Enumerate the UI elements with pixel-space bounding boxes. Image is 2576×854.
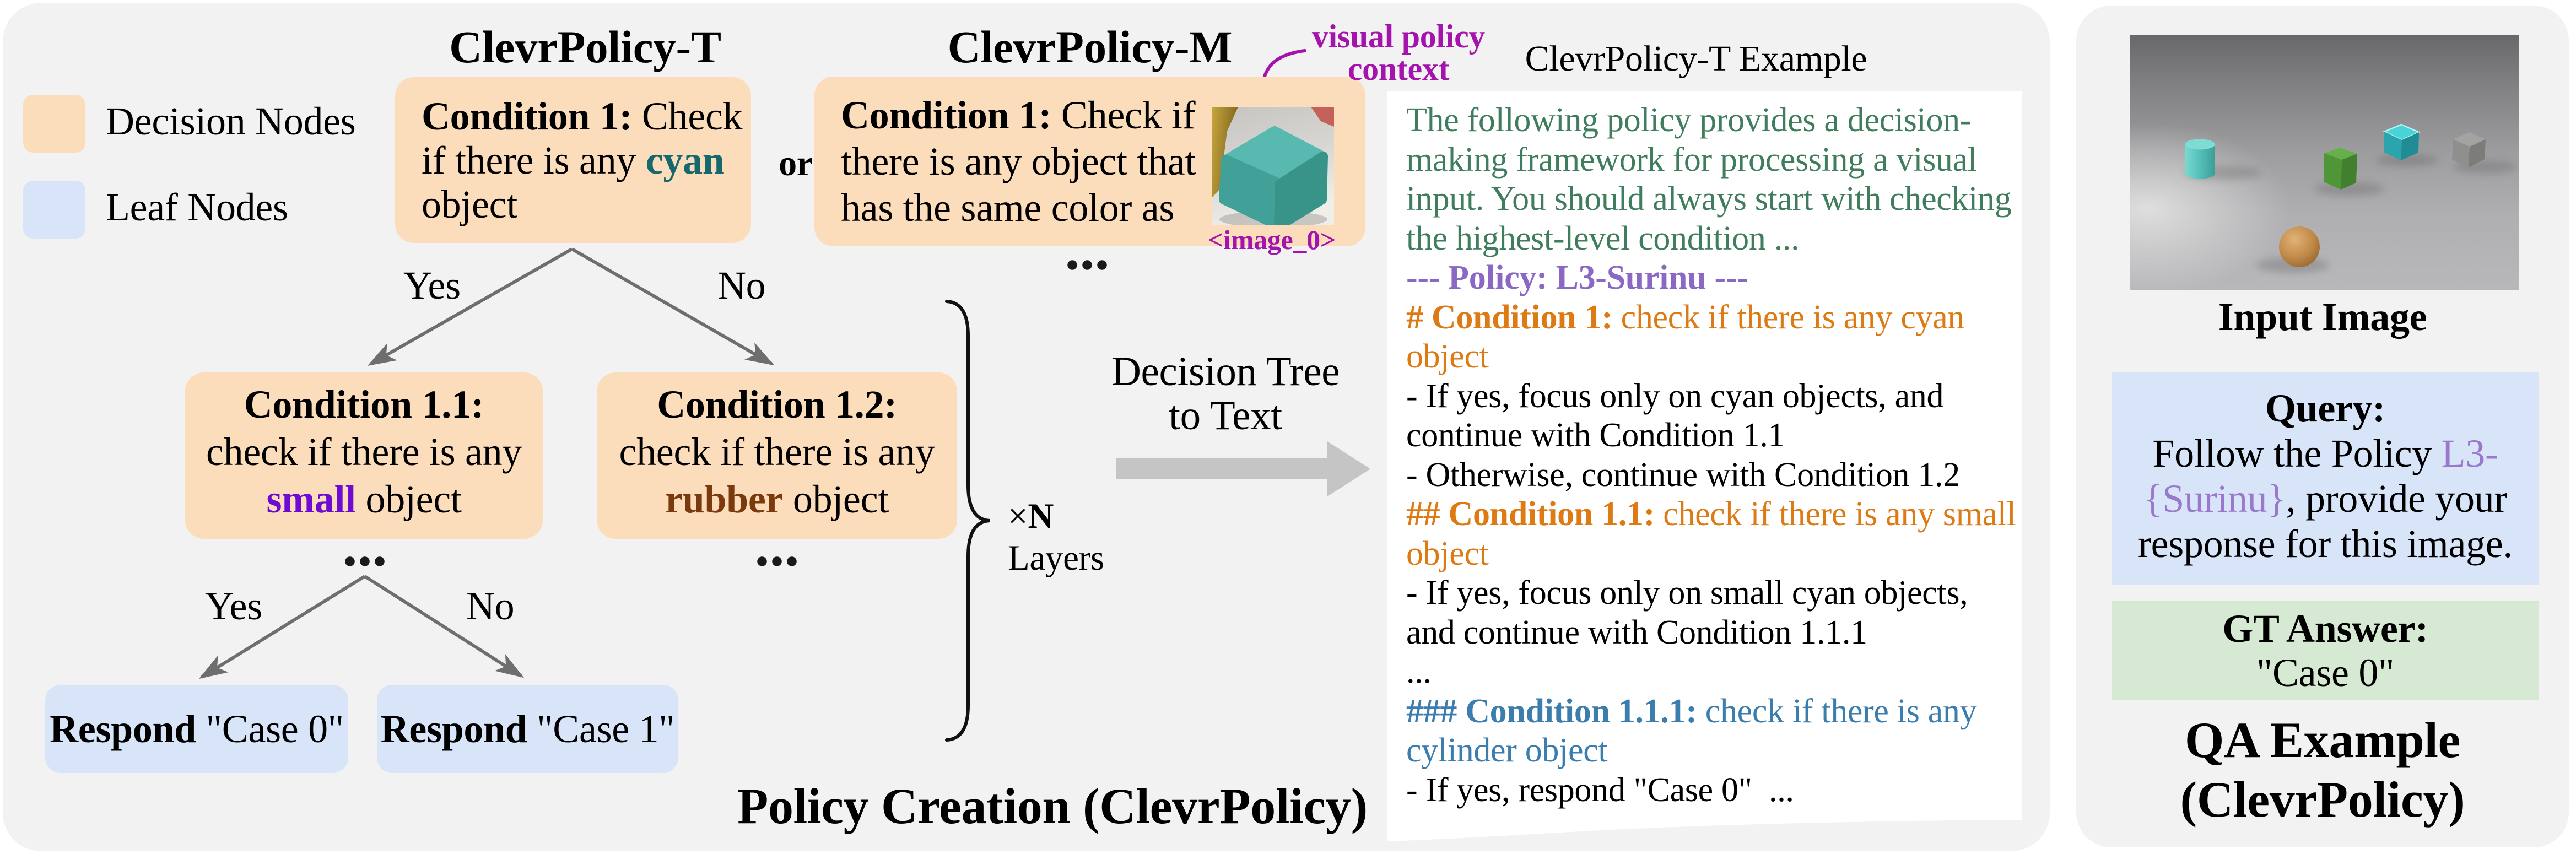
example-line: and continue with Condition 1.1.1 <box>1406 613 1867 651</box>
layers-label: ×N Layers <box>1008 496 1104 578</box>
edge-yes-2 <box>198 575 366 679</box>
clevrpolicy-m-title: ClevrPolicy-M <box>947 21 1233 72</box>
condition-1-t-node: Condition 1: Check if there is any cyan … <box>395 77 751 243</box>
edge-label-yes-2: Yes <box>205 584 262 628</box>
query-box: Query: Follow the Policy L3- {Surinu}, p… <box>2112 372 2539 585</box>
clevrpolicy-t-title: ClevrPolicy-T <box>449 21 721 72</box>
edge-yes-1 <box>367 247 573 366</box>
input-image <box>2130 35 2519 290</box>
qa-example-caption: QA Example (ClevrPolicy) <box>2180 712 2465 828</box>
example-line: - If yes, focus only on cyan objects, an… <box>1406 377 1944 415</box>
ellipsis-dots-m <box>1067 260 1107 270</box>
gt-value: "Case 0" <box>2256 650 2395 695</box>
example-heading: ClevrPolicy-T Example <box>1525 39 1867 79</box>
node-text: check if there is any <box>619 430 935 474</box>
legend-decision-swatch <box>23 95 85 153</box>
edge-no-2 <box>364 575 525 678</box>
input-image-label: Input Image <box>2218 295 2427 339</box>
visual-policy-context-image <box>1212 107 1334 225</box>
edge-label-yes-1: Yes <box>403 263 461 307</box>
or-label: or <box>779 143 813 183</box>
condition-1-2-node: Condition 1.2: check if there is any rub… <box>597 372 957 539</box>
node-text: rubber object <box>665 477 889 521</box>
example-line: cylinder object <box>1406 732 1608 769</box>
query-title: Query: <box>2265 386 2386 430</box>
node-text: object <box>422 182 518 226</box>
leaf-text: Respond "Case 0" <box>50 707 344 751</box>
policy-creation-caption: Policy Creation (ClevrPolicy) <box>737 778 1368 834</box>
legend-leaf-label: Leaf Nodes <box>106 185 288 229</box>
query-text: response for this image. <box>2137 521 2513 566</box>
edge-label-no-2: No <box>466 584 515 628</box>
node-text: Condition 1.2: <box>657 382 897 426</box>
example-line: continue with Condition 1.1 <box>1406 417 1785 454</box>
node-text: Condition 1.1: <box>244 382 484 426</box>
edge-no-1 <box>571 247 775 365</box>
example-panel-background <box>1387 91 2022 841</box>
example-line: ## Condition 1.1: check if there is any … <box>1406 495 2016 533</box>
node-text: Condition 1: Check <box>422 94 743 138</box>
decision-tree-to-text-label: Decision Tree to Text <box>1111 349 1340 439</box>
query-text: {Surinu}, provide your <box>2143 476 2508 521</box>
legend-decision-label: Decision Nodes <box>106 99 356 143</box>
ellipsis-dots-11 <box>345 556 385 566</box>
gt-answer-box: GT Answer: "Case 0" <box>2112 601 2539 700</box>
node-text: check if there is any <box>206 430 522 474</box>
example-line: input. You should always start with chec… <box>1406 180 2012 218</box>
node-text: has the same color as <box>841 186 1175 230</box>
node-text: if there is any cyan <box>422 138 725 182</box>
example-line: - If yes, respond "Case 0" ... <box>1406 771 1794 809</box>
condition-1-1-node: Condition 1.1: check if there is any sma… <box>185 372 543 539</box>
example-line: # Condition 1: check if there is any cya… <box>1406 298 1965 336</box>
example-line: object <box>1406 338 1489 375</box>
node-text: small object <box>266 477 462 521</box>
example-line: making framework for processing a visual <box>1406 140 1977 179</box>
edge-label-no-1: No <box>717 263 766 307</box>
example-line: object <box>1406 534 1489 572</box>
node-text: Condition 1: Check if <box>841 93 1196 137</box>
example-line: - Otherwise, continue with Condition 1.2 <box>1406 456 1960 494</box>
query-text: Follow the Policy L3- <box>2152 431 2498 475</box>
leaf-text: Respond "Case 1" <box>380 707 675 751</box>
respond-case-1-leaf: Respond "Case 1" <box>377 685 678 773</box>
example-line: ### Condition 1.1.1: check if there is a… <box>1406 692 1977 730</box>
example-lines: The following policy provides a decision… <box>1406 101 2018 810</box>
node-text: there is any object that <box>841 139 1196 183</box>
example-line: The following policy provides a decision… <box>1406 101 1972 139</box>
gt-title: GT Answer: <box>2222 606 2428 651</box>
legend-leaf-swatch <box>23 181 85 239</box>
layers-brace <box>945 300 990 742</box>
decision-tree-to-text-arrow <box>1116 441 1370 496</box>
image-0-tag: <image_0> <box>1208 224 1336 255</box>
example-line: the highest-level condition ... <box>1406 219 1800 257</box>
example-line: ... <box>1406 653 1432 690</box>
example-line: --- Policy: L3-Surinu --- <box>1406 259 1748 296</box>
diagram-graphics <box>198 49 2022 841</box>
visual-policy-context-label: visual policy context <box>1311 18 1486 87</box>
ellipsis-dots-12 <box>757 556 797 566</box>
example-line: - If yes, focus only on small cyan objec… <box>1406 574 1968 612</box>
respond-case-0-leaf: Respond "Case 0" <box>45 685 348 773</box>
